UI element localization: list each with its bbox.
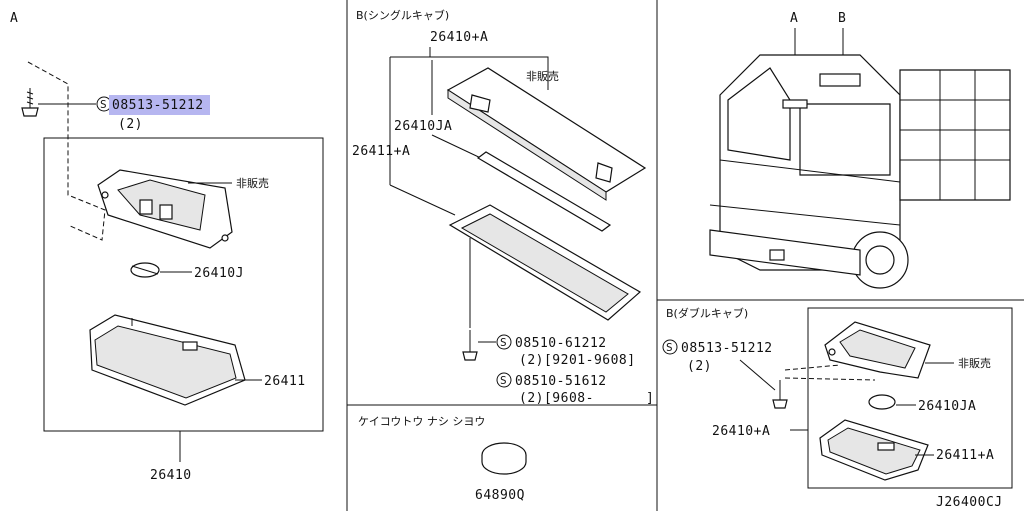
part-08513-51212-double[interactable]: 08513-51212 [681,341,773,356]
callout-b: B [838,11,846,26]
bulb-icon[interactable] [130,262,160,278]
mount-guide-double [784,364,876,381]
section-b-double-title: B(ダブルキャブ) [666,306,748,320]
lens-cover-double[interactable] [819,419,929,481]
section-truck: A B [709,11,1011,289]
screw1-qty-range: (2)[9201-9608] [519,353,636,368]
screw-symbol-1: S [500,336,507,349]
part-26411-a-double[interactable]: 26411+A [936,448,994,463]
assembly-frame [43,137,324,432]
screw-qty: (2) [118,117,143,132]
note-not-sold-single: 非販売 [526,70,559,83]
part-08513-51212[interactable]: 08513-51212 [112,98,204,113]
tube-leader [431,134,486,161]
part-08510-51612[interactable]: 08510-51612 [515,374,607,389]
double-assembly-frame [807,307,1013,489]
bulb-icon-double[interactable] [868,394,896,410]
screw-icon[interactable] [21,88,39,117]
panel-dividers [346,0,1024,511]
section-a-title: A [10,11,18,26]
part-26410-a-double[interactable]: 26410+A [712,424,770,439]
section-b-single-title: B(シングルキャブ) [356,8,449,22]
lamp-base-bracket[interactable] [97,169,233,249]
fluorescent-tube[interactable] [476,151,612,232]
lens-tray-lower[interactable] [448,204,642,321]
assembly-left-down [389,184,456,216]
note-not-sold-double: 非販売 [958,357,991,370]
section-option-title: ケイコウトウ ナシ シヨウ [358,415,485,428]
assembly-bracket-line [390,56,549,90]
part-26410ja-double[interactable]: 26410JA [918,399,976,414]
screw-symbol-2: S [500,374,507,387]
screw-symbol-circle-2 [496,372,512,388]
part-26411-a-single[interactable]: 26411+A [352,144,410,159]
truck-illustration [709,54,1011,289]
section-option: ケイコウトウ ナシ シヨウ 64890Q [358,415,527,503]
part-26410[interactable]: 26410 [150,468,192,483]
screw-icon-single[interactable] [462,330,478,361]
part-26410j[interactable]: 26410J [194,266,244,281]
callout-a: A [790,11,798,26]
screw-symbol-double: S [666,341,673,354]
screw2-bracket-close: ] [646,391,654,406]
screw-leader-double [739,359,776,391]
lamp-housing-upper[interactable] [446,67,647,201]
mounting-guide-dash [27,61,106,241]
part-26410-a-single[interactable]: 26410+A [430,30,488,45]
section-a: A S 08513-51212 (2) 非販売 [10,11,324,483]
screw-symbol-circle-double [662,339,678,355]
screw2-qty-range: (2)[9608- [519,391,594,406]
lamp-base-double[interactable] [824,321,931,379]
part-08510-61212[interactable]: 08510-61212 [515,336,607,351]
part-26410ja-single[interactable]: 26410JA [394,119,452,134]
section-b-single: B(シングルキャブ) 26410+A 非販売 26410JA 26411+A [352,8,654,406]
screw-symbol: S [100,98,107,111]
cap-icon[interactable] [481,442,527,475]
section-b-double: B(ダブルキャブ) S 08513-51212 (2) 非販売 26410JA … [662,306,1013,489]
diagram-code: J26400CJ [936,495,1003,510]
lens-cover[interactable] [89,314,246,406]
screw-qty-double: (2) [687,359,712,374]
screw-icon-double[interactable] [772,380,788,409]
highlight-box [109,95,210,115]
part-64890q[interactable]: 64890Q [475,488,525,503]
note-not-sold-a: 非販売 [236,177,269,190]
part-26411[interactable]: 26411 [264,374,306,389]
screw-symbol-circle-1 [496,334,512,350]
